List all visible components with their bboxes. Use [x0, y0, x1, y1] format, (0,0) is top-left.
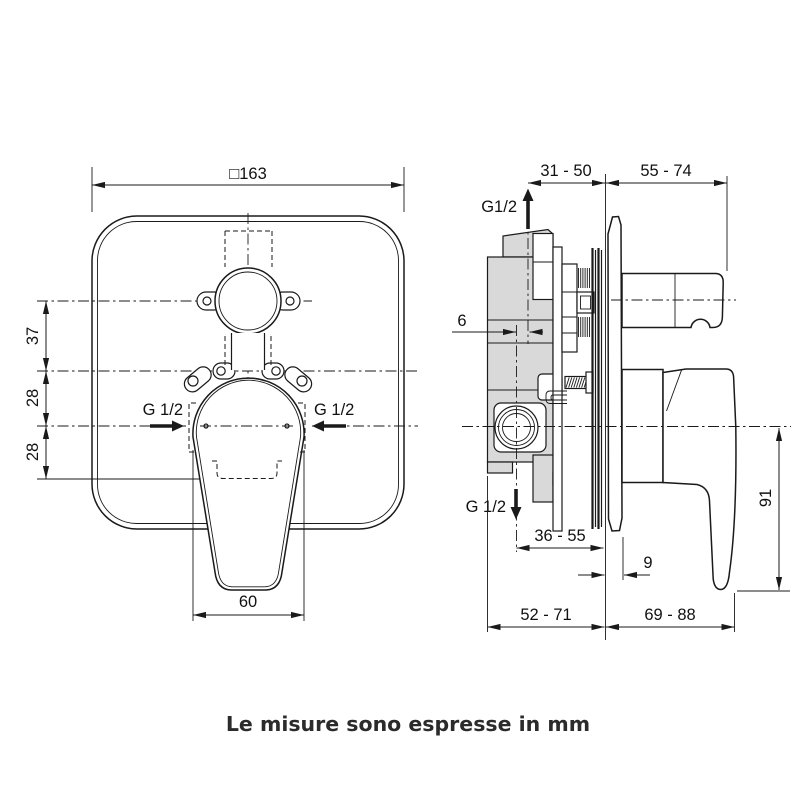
dim-label-55-74: 55 - 74 — [640, 162, 691, 180]
extension-lines-60 — [192, 450, 305, 621]
lever-crease-line — [666, 370, 682, 412]
cartridge-lines — [562, 291, 577, 334]
screw-thread-hatch — [565, 377, 588, 388]
neck-body — [232, 333, 264, 370]
threaded-stub-bottom — [578, 317, 590, 337]
spout-profile — [621, 272, 724, 329]
hidden-riser-outline — [224, 230, 273, 267]
dim-label-37: 37 — [24, 327, 42, 345]
dim-label-9: 9 — [643, 554, 652, 572]
handle-screw-mark-left — [203, 423, 209, 429]
dim-label-28-upper: 28 — [24, 389, 42, 407]
escutcheon-profile — [607, 215, 623, 532]
hidden-bracket-right — [298, 402, 306, 453]
handle-hub — [621, 368, 664, 484]
handle-lever-profile — [662, 368, 737, 591]
inlet-arrow-right-head — [312, 420, 324, 432]
cartridge-body — [561, 263, 578, 353]
body-base-plate — [486, 461, 514, 474]
diagonal-ear-hole-left — [187, 375, 199, 387]
dim-label-60: 60 — [239, 593, 257, 611]
lower-ear-hole-left — [216, 366, 226, 376]
lower-ear-hole-right — [271, 366, 281, 376]
dim-label-69-88: 69 - 88 — [644, 606, 695, 624]
outlet-label-bottom: G 1/2 — [466, 498, 506, 516]
ear-hole-right — [285, 296, 295, 306]
outlet-label-top: G1/2 — [481, 198, 517, 216]
valve-trim-inner — [218, 271, 278, 331]
front-view: □163 37 28 28 — [24, 165, 418, 621]
threaded-stub-top — [578, 268, 590, 288]
dim-label-36-55: 36 - 55 — [534, 527, 585, 545]
spindle-boss-inner — [580, 295, 591, 310]
body-lower-block — [532, 454, 554, 503]
diagonal-ear-right — [284, 366, 313, 393]
fixing-screw — [564, 375, 588, 390]
ear-hole-left — [202, 296, 212, 306]
handle-front-outline — [192, 377, 305, 591]
inlet-label-left: G 1/2 — [143, 401, 183, 419]
outlet-arrow-bottom-head — [510, 507, 522, 520]
dim-label-28-lower: 28 — [24, 443, 42, 461]
outlet-housing — [493, 402, 547, 453]
inlet-label-right: G 1/2 — [314, 401, 354, 419]
neck-hidden-edges — [224, 336, 272, 366]
spindle-boss — [576, 291, 595, 314]
outlet-arrow-top-head — [522, 188, 534, 201]
hidden-bracket-left — [188, 402, 196, 453]
side-view: 31 - 50 55 - 74 G1/2 6 G 1/2 36 - 55 9 5… — [452, 162, 791, 640]
dim-label-91: 91 — [757, 489, 775, 507]
hidden-spout-marking — [212, 460, 282, 479]
retaining-clip — [545, 390, 567, 404]
cartridge-window — [532, 232, 554, 301]
mounting-strip — [552, 246, 563, 532]
valve-trim-outer — [214, 267, 282, 335]
inlet-arrow-left-head — [172, 420, 184, 432]
neck-edges — [230, 333, 266, 370]
dim-label-plate-size: □163 — [229, 165, 267, 183]
dim-label-31-50: 31 - 50 — [540, 162, 591, 180]
extension-lines-163 — [91, 167, 405, 212]
diagonal-ear-hole-right — [296, 375, 308, 387]
handle-front-inner-contour — [195, 379, 302, 588]
dim-label-52-71: 52 - 71 — [520, 606, 571, 624]
dim-label-6: 6 — [457, 312, 466, 330]
handle-screw-mark-right — [284, 423, 290, 429]
caption-units-note: Le misure sono espresse in mm — [226, 712, 590, 736]
